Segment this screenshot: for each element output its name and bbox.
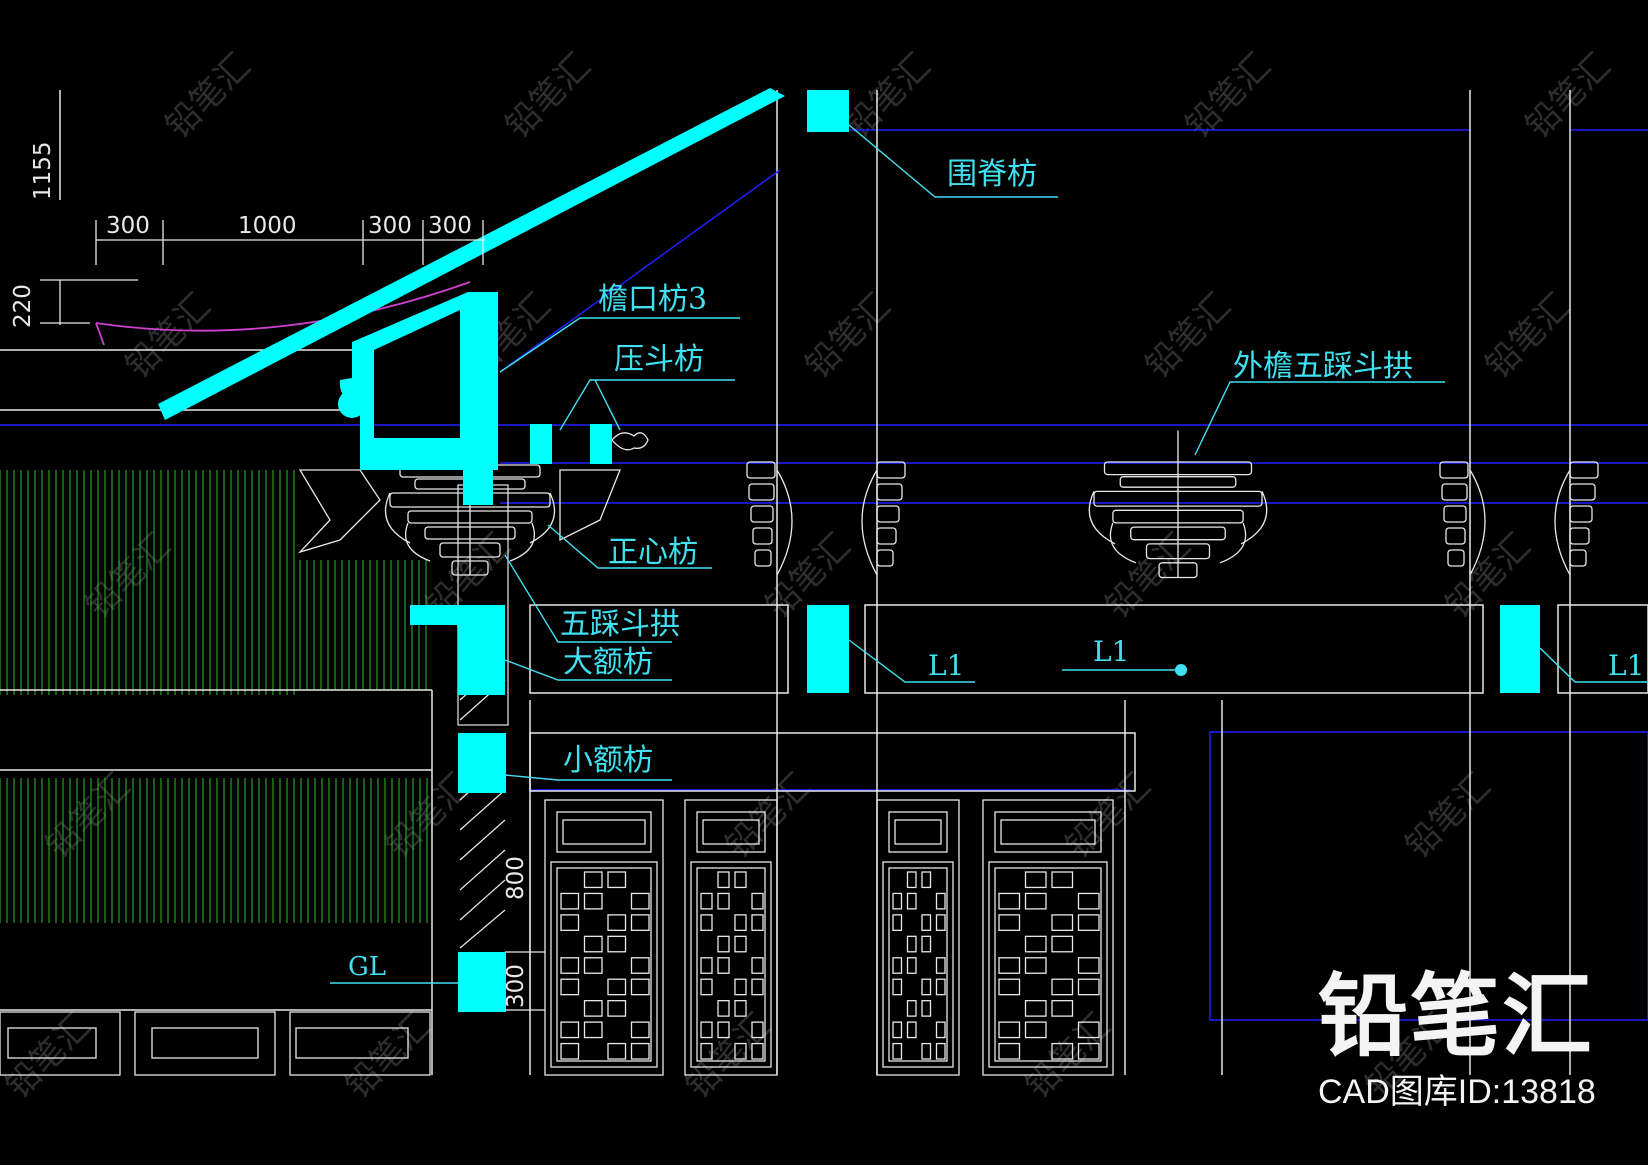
- dim-300-b: 300: [368, 213, 412, 239]
- half-bracket: [1554, 461, 1599, 576]
- lattice-door: [684, 799, 778, 1076]
- watermark-text: 铅笔汇: [1018, 1006, 1118, 1106]
- daefang-block: [410, 605, 505, 695]
- xiaoefang-block: [458, 733, 506, 793]
- dimension-lines: [40, 220, 545, 1011]
- label-zhengxinfang: 正心枋: [608, 535, 698, 570]
- watermark-text: 铅笔汇: [118, 286, 218, 386]
- label-gl: GL: [348, 952, 387, 982]
- label-wucai-dougong: 五踩斗拱: [560, 607, 680, 642]
- label-daefang: 大额枋: [563, 645, 653, 680]
- rafter-line: [499, 169, 781, 373]
- label-xiaoefang: 小额枋: [563, 743, 653, 778]
- lattice-door: [982, 799, 1114, 1076]
- watermark-text: 铅笔汇: [38, 766, 138, 866]
- half-bracket: [1439, 461, 1486, 576]
- dim-800: 800: [503, 856, 529, 900]
- watermark-text: 铅笔汇: [78, 526, 178, 626]
- label-yankoufang: 檐口枋3: [598, 282, 708, 317]
- label-weijifang: 围脊枋: [947, 157, 1037, 192]
- l1-block-1: [807, 605, 849, 693]
- label-l1-c: L1: [1608, 649, 1645, 682]
- yadou-block-2: [590, 424, 612, 464]
- roof-curve-tip: [95, 322, 105, 346]
- watermark-text: 铅笔汇: [838, 46, 938, 146]
- leader-lines: [330, 124, 1648, 984]
- dim-300-c: 300: [428, 213, 472, 239]
- brand-cad-id: CAD图库ID:13818: [1318, 1073, 1596, 1111]
- zhengxin-post: [463, 470, 493, 505]
- watermark-text: 铅笔汇: [158, 46, 258, 146]
- lattice-doors: [544, 799, 1114, 1076]
- beams: [529, 604, 1648, 792]
- brand-logo-text: 铅笔汇: [1318, 964, 1594, 1069]
- watermark-text: 铅笔汇: [0, 1006, 98, 1106]
- dim-1000: 1000: [238, 213, 297, 239]
- green-hatch-walls: [0, 470, 428, 923]
- purlin-round: [338, 390, 366, 418]
- half-bracket: [861, 461, 906, 576]
- watermark-text: 铅笔汇: [718, 766, 818, 866]
- blue-guide-lines: [0, 129, 1648, 1021]
- wall-panels: [0, 1011, 431, 1076]
- watermark-text: 铅笔汇: [1518, 46, 1618, 146]
- gl-block: [458, 952, 506, 1012]
- watermark-text: 铅笔汇: [498, 46, 598, 146]
- lattice-door: [876, 799, 960, 1076]
- cyan-members: [158, 88, 1540, 1012]
- l1-block-2: [1500, 605, 1540, 693]
- half-bracket: [746, 461, 793, 576]
- dim-1155: 1155: [30, 141, 56, 200]
- watermark-text: 铅笔汇: [798, 286, 898, 386]
- label-l1-b: L1: [1093, 635, 1130, 668]
- lattice-door: [544, 799, 664, 1076]
- dim-220: 220: [10, 284, 36, 328]
- watermark-text: 铅笔汇: [1478, 286, 1578, 386]
- yadou-block-1: [530, 424, 552, 464]
- watermark-text: 铅笔汇: [1098, 526, 1198, 626]
- eave-purlin: [339, 292, 498, 470]
- weiji-block: [807, 90, 849, 132]
- watermark-text: 铅笔汇: [1398, 766, 1498, 866]
- label-yadoufang: 压斗枋: [614, 342, 704, 377]
- bracket-set: [1088, 430, 1268, 579]
- label-waiyan-wucai-dougong: 外檐五踩斗拱: [1233, 349, 1413, 384]
- roof-rafter: [158, 88, 785, 420]
- dim-300-a: 300: [106, 213, 150, 239]
- watermark-text: 铅笔汇: [1058, 766, 1158, 866]
- leader-dot: [1175, 664, 1187, 676]
- watermark-text: 铅笔汇: [1178, 46, 1278, 146]
- watermark-text: 铅笔汇: [338, 1006, 438, 1106]
- dim-300-v: 300: [503, 964, 529, 1008]
- roof-curve: [95, 281, 471, 332]
- watermark-text: 铅笔汇: [1138, 286, 1238, 386]
- label-l1-a: L1: [928, 649, 965, 682]
- watermark-layer: 铅笔汇铅笔汇铅笔汇铅笔汇铅笔汇铅笔汇铅笔汇铅笔汇铅笔汇铅笔汇铅笔汇铅笔汇铅笔汇铅…: [0, 46, 1618, 1106]
